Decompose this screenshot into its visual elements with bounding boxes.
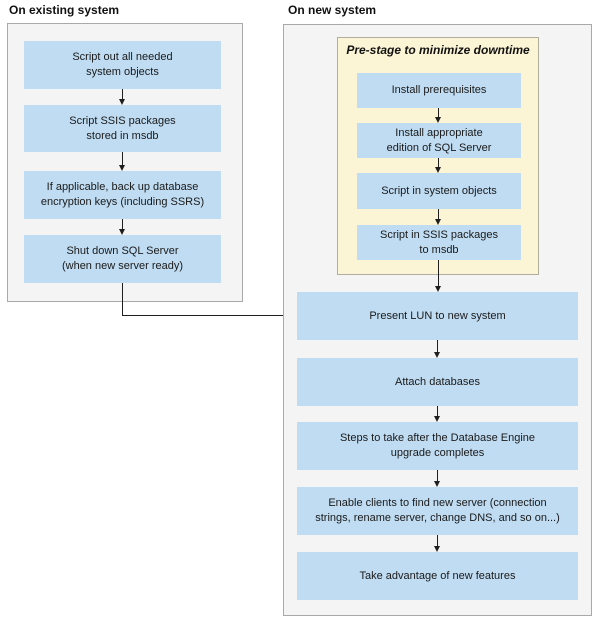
arrow-down-icon bbox=[119, 219, 126, 235]
arrow-head bbox=[434, 546, 440, 552]
arrow-line bbox=[437, 535, 438, 546]
arrow-head bbox=[434, 416, 440, 422]
arrow-head bbox=[435, 117, 441, 123]
step-shut-down-sql-server: Shut down SQL Server (when new server re… bbox=[24, 235, 221, 283]
arrow-down-icon bbox=[435, 260, 442, 292]
arrow-line bbox=[438, 260, 439, 286]
step-take-advantage-new-features: Take advantage of new features bbox=[297, 552, 578, 600]
arrow-down-icon bbox=[435, 209, 442, 225]
step-install-prerequisites: Install prerequisites bbox=[357, 73, 521, 108]
step-backup-encryption-keys: If applicable, back up database encrypti… bbox=[24, 171, 221, 219]
arrow-head bbox=[435, 167, 441, 173]
arrow-line bbox=[437, 406, 438, 416]
step-script-in-ssis-packages: Script in SSIS packages to msdb bbox=[357, 225, 521, 260]
arrow-line bbox=[122, 315, 288, 316]
step-enable-clients: Enable clients to find new server (conne… bbox=[297, 487, 578, 535]
arrow-down-icon bbox=[119, 152, 126, 171]
step-attach-databases: Attach databases bbox=[297, 358, 578, 406]
new-system-header: On new system bbox=[288, 3, 377, 17]
step-script-out-system-objects: Script out all needed system objects bbox=[24, 41, 221, 89]
arrow-head bbox=[119, 99, 125, 105]
arrow-head bbox=[435, 219, 441, 225]
arrow-line bbox=[438, 209, 439, 219]
arrow-line bbox=[437, 340, 438, 352]
arrow-line bbox=[437, 470, 438, 481]
step-script-in-system-objects: Script in system objects bbox=[357, 173, 521, 209]
arrow-head bbox=[119, 165, 125, 171]
step-install-sql-server-edition: Install appropriate edition of SQL Serve… bbox=[357, 123, 521, 158]
step-post-upgrade-steps: Steps to take after the Database Engine … bbox=[297, 422, 578, 470]
arrow-line bbox=[122, 283, 123, 315]
prestage-title: Pre-stage to minimize downtime bbox=[346, 43, 530, 57]
arrow-head bbox=[119, 229, 125, 235]
arrow-down-icon bbox=[435, 108, 442, 123]
arrow-elbow-cross-system-icon bbox=[122, 283, 295, 319]
arrow-down-icon bbox=[434, 535, 441, 552]
arrow-line bbox=[122, 89, 123, 99]
arrow-head bbox=[434, 352, 440, 358]
arrow-down-icon bbox=[434, 470, 441, 487]
arrow-line bbox=[438, 158, 439, 167]
arrow-head bbox=[434, 481, 440, 487]
arrow-down-icon bbox=[435, 158, 442, 173]
arrow-line bbox=[122, 219, 123, 229]
arrow-down-icon bbox=[434, 340, 441, 358]
existing-system-header: On existing system bbox=[9, 3, 120, 17]
arrow-line bbox=[438, 108, 439, 117]
step-present-lun: Present LUN to new system bbox=[297, 292, 578, 340]
arrow-down-icon bbox=[119, 89, 126, 105]
arrow-head bbox=[435, 286, 441, 292]
arrow-down-icon bbox=[434, 406, 441, 422]
step-script-ssis-packages: Script SSIS packages stored in msdb bbox=[24, 105, 221, 152]
arrow-line bbox=[122, 152, 123, 165]
